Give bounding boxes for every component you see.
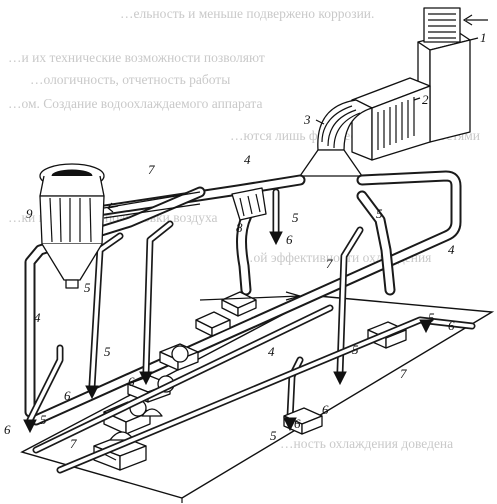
label-6-f: 6 [322,402,329,417]
label-5-a: 5 [292,210,299,225]
label-8: 8 [236,220,243,235]
label-6-a: 6 [286,232,293,247]
bg-line-4: …ом. Создание водоохлаждаемого аппарата [8,96,262,111]
label-6-g: 6 [294,416,301,431]
cyclone [39,163,201,289]
nozzle [419,319,433,334]
fan-outlet [299,149,363,177]
label-9: 9 [26,206,33,221]
nozzle [283,417,297,432]
bg-line-9: …ность охлаждения доведена [280,436,453,451]
cooler-icon [377,97,415,150]
label-7-mid: 7 [326,256,333,271]
label-4-top: 4 [244,152,251,167]
air-handling-unit [351,77,431,161]
label-3: 3 [303,112,311,127]
label-6-b: 6 [128,374,135,389]
label-4-left: 4 [34,310,41,325]
label-5-h: 5 [270,428,277,443]
label-5-e: 5 [352,342,359,357]
air-ducts [24,170,462,426]
label-5-c: 5 [84,280,91,295]
label-5-d: 5 [104,344,111,359]
cyclone-icon [39,163,105,289]
label-6-d: 6 [4,422,11,437]
fan-unit [299,99,373,177]
nozzle-icon [269,231,283,246]
label-4-right: 4 [448,242,455,257]
bg-line-1: …ельность и меньше подвержено коррозии. [120,6,374,21]
label-4-mid: 4 [268,344,275,359]
workstation [195,311,231,337]
nozzle [85,385,99,400]
cyclone-inlet-duct [103,191,201,219]
label-7-left: 7 [70,436,77,451]
bg-line-3: …ологичность, отчетность работы [30,72,230,87]
label-6-e: 6 [448,318,455,333]
callout-labels: 1 2 3 4 4 4 4 5 5 5 5 5 5 5 5 6 6 6 6 6 … [4,30,487,451]
bg-line-2: …и их технические возможности позволяют [8,50,265,65]
intake-arrow [462,14,488,26]
nozzle [333,371,347,386]
label-7-top: 7 [148,162,155,177]
label-7-right: 7 [400,366,407,381]
nozzles [23,231,433,434]
label-1: 1 [480,30,487,45]
filter-elbow [231,187,267,221]
fan-icon [321,105,361,149]
label-5-f: 5 [428,310,435,325]
air-tower-icon [423,7,461,43]
workstation-icon [221,291,257,317]
branch-pipes [26,188,364,424]
label-2: 2 [422,92,429,107]
nozzle [139,371,153,386]
workstations [93,291,407,471]
label-5-b: 5 [376,206,383,221]
flow-arrow-7 [199,295,301,301]
nozzle [23,419,37,434]
label-5-g: 5 [40,412,47,427]
label-6-c: 6 [64,388,71,403]
